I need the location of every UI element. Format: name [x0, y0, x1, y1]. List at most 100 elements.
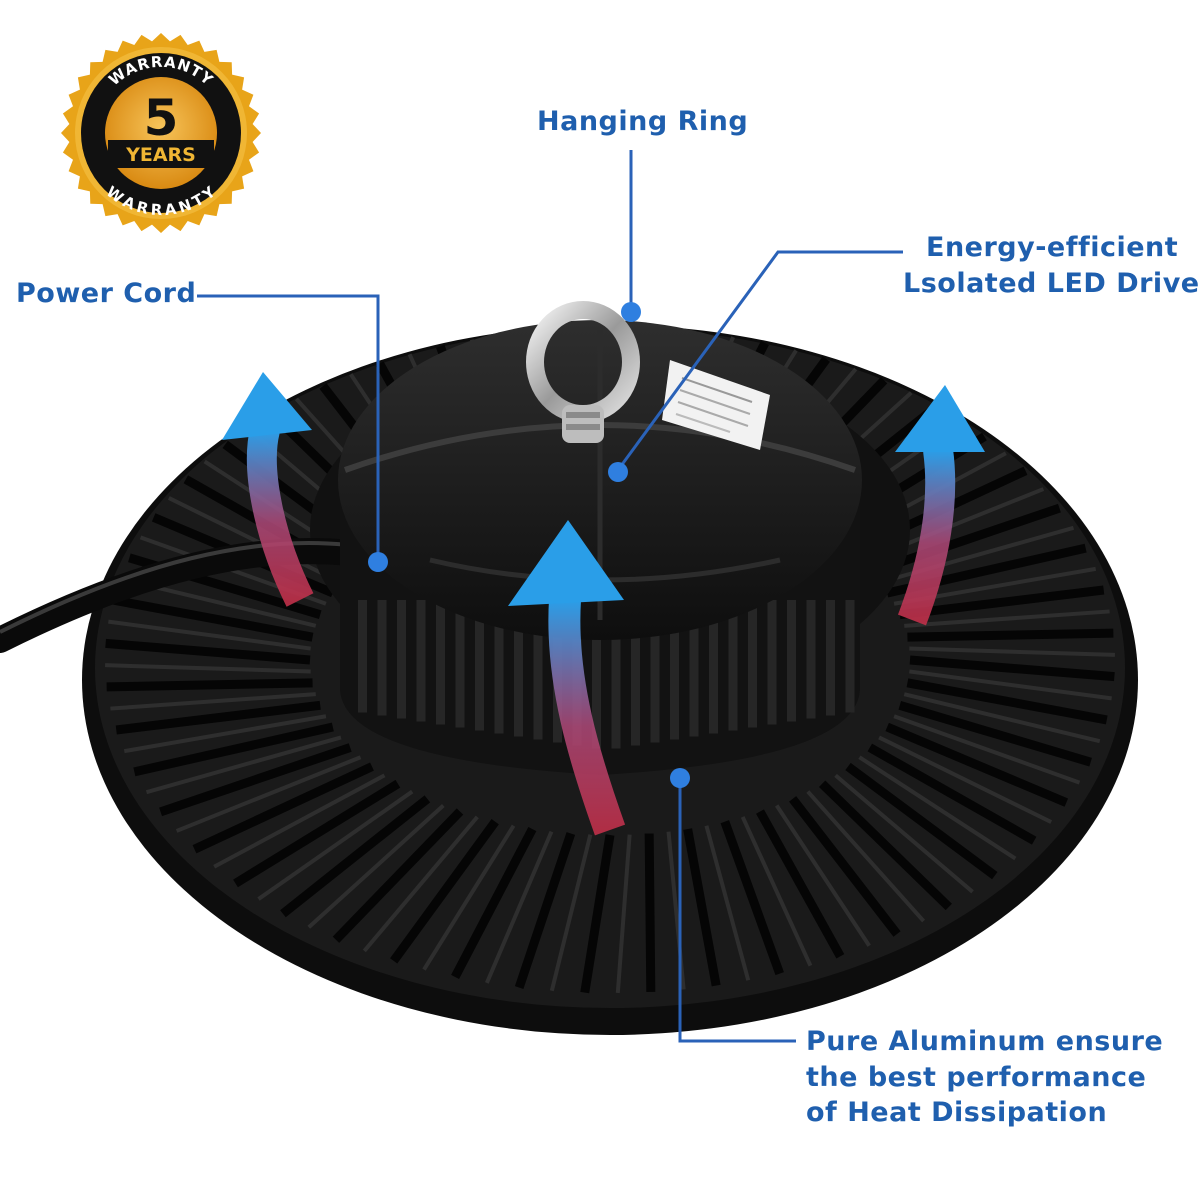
driver-rib	[767, 600, 777, 725]
heatsink-fin	[115, 700, 321, 735]
heatsink-fin	[615, 834, 632, 994]
heatsink-fin	[167, 496, 342, 585]
callout-aluminum: Pure Aluminum ensure the best performanc…	[806, 1024, 1163, 1131]
heatsink-fin	[145, 735, 342, 795]
heatsink-fin	[909, 669, 1112, 701]
heatsink-fin	[580, 834, 615, 994]
heatsink-fin	[233, 779, 401, 888]
heatsink-fin	[806, 790, 926, 923]
heatsink-fin	[893, 714, 1081, 785]
driver-rib	[787, 600, 796, 722]
callout-hanging-ring-text: Hanging Ring	[537, 106, 749, 137]
driver-rib	[358, 600, 367, 713]
heatsink-fin	[257, 789, 414, 901]
heatsink-fin	[332, 808, 464, 943]
heatsink-fin	[192, 762, 374, 854]
airflow-arrow-right	[895, 385, 985, 626]
driver-rib	[631, 600, 640, 746]
heatsink-fin	[899, 585, 1105, 620]
heatsink-fin	[549, 834, 593, 992]
airflow-arrows	[222, 372, 985, 836]
heatsink-fin	[175, 755, 362, 833]
callout-aluminum-line1: Pure Aluminum ensure	[806, 1026, 1164, 1057]
heatsink-fin	[451, 826, 537, 980]
heatsink-fin	[789, 796, 901, 937]
heatsink-fin	[514, 832, 576, 989]
heatsink-fin	[878, 735, 1053, 824]
heatsink-fin	[683, 828, 721, 987]
driver-rib	[592, 600, 601, 749]
heatsink-fin	[867, 743, 1037, 845]
driver-rib	[806, 600, 816, 719]
driver-rib	[475, 600, 484, 731]
heatsink-fin	[644, 833, 656, 992]
heatsink-fin	[907, 628, 1114, 642]
heatsink-fin	[775, 804, 871, 947]
driver-rib	[377, 600, 387, 716]
leader-power-cord	[197, 294, 380, 560]
driver-rib	[533, 600, 543, 740]
heatsink-fin	[422, 824, 516, 971]
callout-led-driver: Energy-efficient	[926, 230, 1178, 266]
heatsink-fin	[485, 830, 554, 984]
heatsink-fin	[159, 743, 352, 817]
driver-rib	[436, 600, 445, 725]
leader-lines	[197, 150, 903, 1043]
callout-driver-line1: Energy-efficient	[926, 232, 1179, 263]
badge-number: 5	[144, 89, 179, 147]
heatsink-fin	[720, 820, 784, 976]
callout-hanging-ring: Hanging Ring	[537, 104, 748, 140]
driver-rib	[455, 600, 465, 728]
leader-driver	[616, 250, 903, 471]
heatsink-fin	[740, 816, 813, 967]
badge-ribbon-text: YEARS	[125, 144, 196, 166]
callout-power-cord: Power Cord	[16, 276, 196, 312]
callout-power-cord-text: Power Cord	[16, 278, 197, 309]
callout-aluminum-line2: the best performance	[806, 1061, 1147, 1093]
badge-ribbon: YEARS	[108, 140, 214, 168]
leader-dots	[368, 302, 690, 788]
heatsink-fin	[133, 722, 334, 777]
driver-rib	[494, 600, 504, 734]
hanging-ring	[526, 301, 640, 443]
callout-driver-line2: Lsolated LED Driver	[903, 268, 1200, 299]
driver-rib	[748, 600, 757, 728]
heatsink-fin	[904, 609, 1110, 628]
led-driver-housing	[338, 301, 862, 775]
heatsink-fin	[110, 692, 316, 711]
heatsink-fin	[105, 638, 311, 665]
heatsink-fin	[280, 795, 431, 918]
airflow-arrow-left	[222, 372, 314, 607]
heatsink-fin	[112, 595, 314, 642]
heatsink-fin	[362, 815, 479, 953]
heatsink-fin	[898, 700, 1092, 767]
driver-rib	[845, 600, 855, 713]
driver-spec-label	[662, 360, 770, 450]
heatsink-fin	[756, 809, 845, 959]
heatsink-fin	[878, 525, 1075, 585]
driver-rib	[670, 600, 679, 740]
heatsink-fin	[906, 678, 1108, 725]
driver-rib	[728, 600, 738, 731]
driver-rib	[689, 600, 699, 737]
heatsink-fin	[903, 692, 1101, 744]
driver-rib	[709, 600, 718, 734]
driver-rib	[397, 600, 406, 719]
callout-aluminum-line3: of Heat Dissipation	[806, 1097, 1108, 1129]
driver-rib	[416, 600, 426, 722]
heatsink-fin	[885, 722, 1069, 807]
callout-led-driver-2: Lsolated LED Driver	[903, 266, 1200, 302]
heatsink-fin	[390, 819, 499, 964]
heatsink-fin	[108, 619, 311, 651]
heatsink-fin	[909, 655, 1115, 682]
driver-rib	[826, 600, 835, 716]
heatsink-fin	[123, 714, 327, 754]
heatsink-fin	[845, 762, 998, 880]
driver-rib	[611, 600, 621, 749]
heatsink-fin	[858, 755, 1017, 861]
heatsink-fin	[909, 646, 1116, 657]
warranty-badge: WARRANTY WARRANTY 5 YEARS	[61, 33, 261, 233]
airflow-arrow-center	[508, 520, 626, 836]
leader-aluminum	[678, 778, 796, 1043]
